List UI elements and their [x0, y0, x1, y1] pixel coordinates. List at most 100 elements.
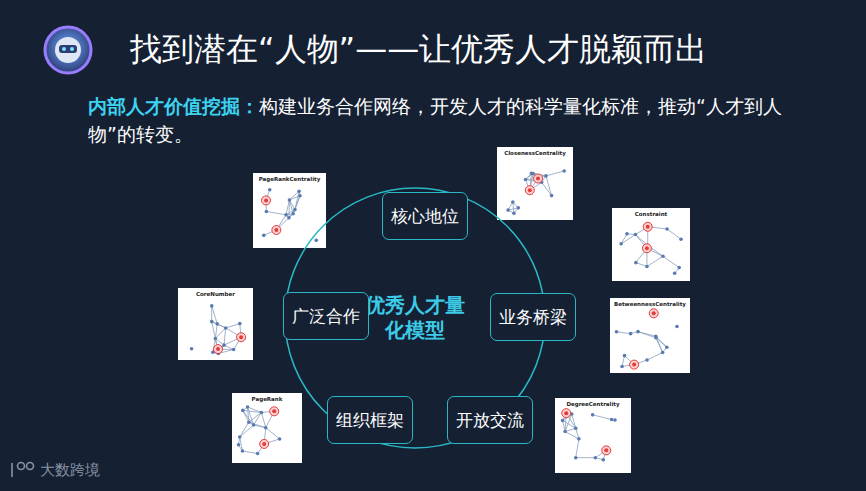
network-node: [574, 456, 578, 460]
network-node: [563, 430, 567, 434]
network-link: [261, 412, 265, 427]
network-link: [621, 235, 635, 244]
network-thumbnail: [497, 147, 573, 220]
model-title: 优秀人才量化模型: [365, 293, 465, 343]
thumbnail-frame: [555, 398, 631, 473]
network-node: [252, 423, 256, 427]
highlight-node: [237, 333, 246, 342]
network-node: [264, 199, 268, 203]
network-node: [210, 320, 214, 324]
highlight-node: [534, 174, 543, 183]
title-icon: [45, 27, 91, 73]
network-node: [654, 336, 658, 340]
network-link: [576, 439, 579, 458]
network-node: [528, 188, 532, 192]
network-node: [675, 325, 679, 329]
network-node: [275, 228, 279, 232]
network-node: [673, 272, 677, 276]
network-link: [266, 428, 280, 439]
network-link: [286, 200, 289, 215]
subtitle-heading: 内部人才价值挖掘：: [88, 95, 259, 117]
network-node: [574, 426, 578, 430]
network-node: [623, 354, 627, 358]
network-node: [564, 411, 568, 415]
network-node: [645, 265, 649, 269]
network-link: [289, 200, 293, 214]
network-node: [190, 347, 194, 351]
network-link: [663, 256, 679, 267]
highlight-node: [562, 409, 571, 418]
network-node: [215, 322, 219, 326]
thumbnail-title: BetweennessCentrality: [614, 301, 686, 307]
network-link: [212, 322, 226, 328]
highlight-core: [604, 448, 608, 452]
network-node: [679, 237, 683, 241]
network-node: [594, 456, 598, 460]
highlight-core: [274, 228, 278, 232]
network-node: [591, 413, 595, 417]
highlight-core: [536, 177, 540, 181]
network-node: [619, 242, 623, 246]
network-node: [238, 435, 242, 439]
thumbnail-title: DegreeCentrality: [566, 401, 619, 407]
network-link: [242, 451, 257, 453]
dimension-label: 开放交流: [456, 409, 524, 432]
network-link: [226, 324, 240, 328]
network-link: [572, 414, 576, 428]
network-link: [656, 338, 667, 347]
highlight-node: [642, 244, 651, 253]
highlight-node: [262, 196, 271, 205]
network-node: [604, 449, 608, 453]
highlight-node: [214, 345, 223, 354]
dimension-box: 开放交流: [447, 396, 533, 444]
network-link: [215, 328, 225, 339]
network-link: [616, 332, 630, 334]
network-node: [613, 418, 617, 422]
network-node: [625, 232, 629, 236]
network-link: [533, 174, 541, 183]
highlight-core: [652, 311, 656, 315]
network-node: [661, 351, 665, 355]
highlight-core: [645, 246, 649, 250]
network-link: [667, 229, 681, 239]
thumbnail-frame: [253, 173, 326, 248]
network-node: [272, 410, 276, 414]
network-node: [222, 343, 226, 347]
dimension-box: 组织框架: [327, 396, 413, 444]
network-node: [232, 348, 236, 352]
highlight-node: [272, 225, 281, 234]
watermark: 大数跨境: [40, 461, 100, 480]
network-link: [542, 182, 552, 195]
network-link: [248, 407, 254, 425]
network-node: [629, 332, 633, 336]
network-node: [561, 419, 565, 423]
network-node: [237, 443, 241, 447]
highlight-core: [264, 198, 268, 202]
network-link: [656, 338, 663, 353]
thumbnail-title: CoreNumber: [196, 291, 235, 297]
network-node: [278, 437, 282, 441]
network-link: [240, 422, 249, 437]
network-node: [512, 211, 516, 215]
network-thumbnail: [610, 298, 690, 373]
network-node: [291, 212, 295, 216]
network-node: [239, 335, 243, 339]
highlight-core: [564, 411, 568, 415]
network-node: [506, 208, 510, 212]
network-link: [546, 176, 552, 196]
network-node: [632, 363, 636, 367]
network-link: [243, 410, 249, 422]
network-node: [544, 174, 548, 178]
network-node: [314, 239, 318, 243]
highlight-node: [643, 222, 652, 231]
dimension-box: 核心地位: [382, 192, 468, 240]
network-node: [620, 365, 624, 369]
network-node: [210, 304, 214, 308]
network-node: [246, 405, 250, 409]
network-node: [241, 409, 245, 413]
network-node: [287, 216, 291, 220]
thumbnail-frame: [232, 393, 302, 463]
network-node: [214, 337, 218, 341]
network-link: [647, 256, 663, 266]
